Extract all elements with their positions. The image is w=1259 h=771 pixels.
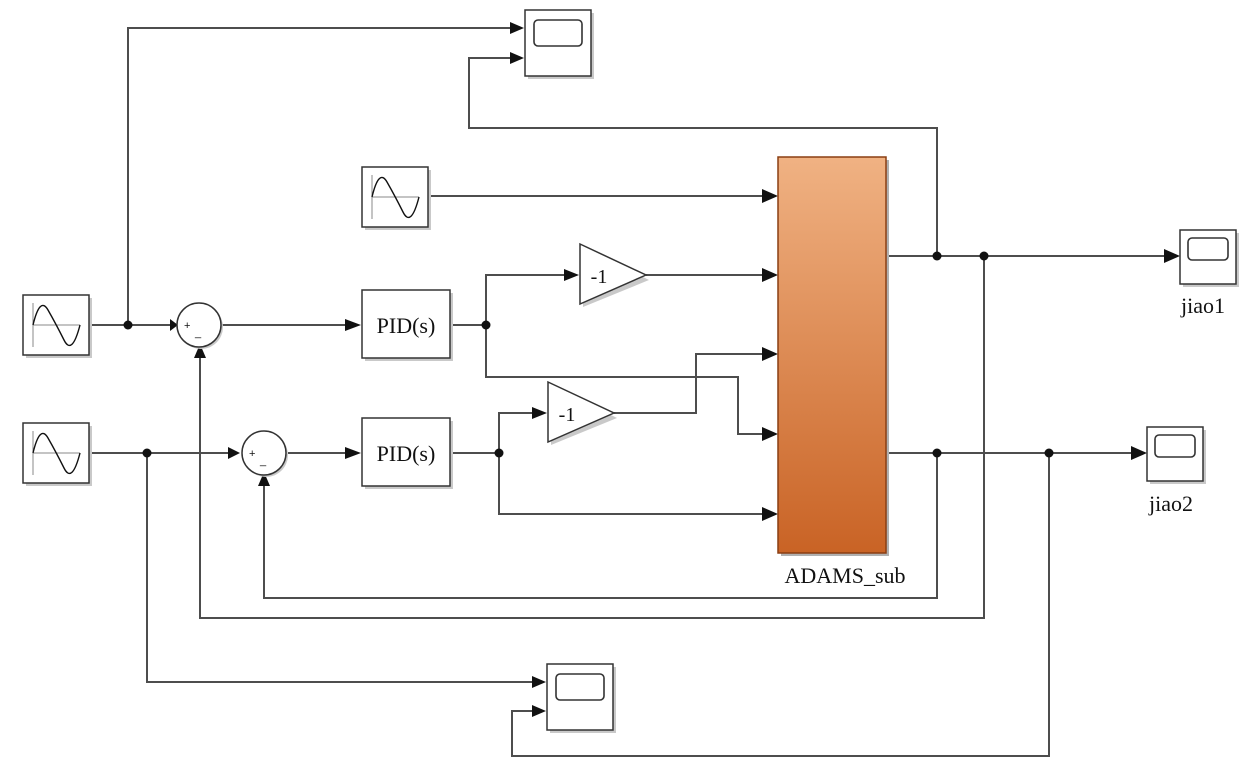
signal-lines (90, 27, 1173, 757)
scope-icon (555, 673, 605, 701)
wire-source1-scope-top[interactable] (127, 27, 518, 325)
arrow-gain2-in (532, 407, 547, 419)
wire-out1-feedback-sum1[interactable] (199, 256, 985, 619)
sine-source-2[interactable] (22, 422, 92, 486)
sine-source-3[interactable] (361, 166, 431, 230)
branch-points (123, 251, 1054, 458)
arrow-scope-bottom-in2 (532, 705, 546, 717)
wire-out1-scope-top[interactable] (468, 57, 938, 256)
branch-dot-out1-a (932, 251, 942, 261)
branch-dot-out2-a (932, 448, 942, 458)
arrow-jiao1-in (1164, 249, 1180, 263)
wire-pid2-gain2[interactable] (498, 412, 540, 453)
sine-wave-icon (371, 175, 420, 219)
sum1-minus-sign: _ (194, 327, 202, 339)
branch-dot-pid2 (494, 448, 504, 458)
arrow-adams-in1 (762, 189, 778, 203)
wire-pid1-adams-in4[interactable] (485, 325, 770, 435)
arrow-sum2-minus (258, 472, 270, 486)
arrow-sum1-in (170, 319, 178, 331)
branch-dot-out1-b (979, 251, 989, 261)
sine-wave-icon (32, 431, 81, 475)
sum2-minus-sign: _ (259, 455, 267, 467)
jiao1-label: jiao1 (1180, 293, 1225, 318)
arrow-gain1-in (564, 269, 579, 281)
gain-bottom-label: -1 (559, 404, 576, 426)
sine-wave-icon (32, 303, 81, 347)
branch-dot-source1 (123, 320, 133, 330)
arrow-scope-top-in2 (510, 52, 524, 64)
arrow-adams-in3 (762, 347, 778, 361)
arrow-sum1-minus (194, 344, 206, 358)
arrow-jiao2-in (1131, 446, 1147, 460)
wire-gain2-adams-in3[interactable] (614, 353, 770, 414)
scope-jiao1[interactable]: jiao1 (1179, 229, 1239, 318)
gain-top-label: -1 (591, 266, 608, 288)
scope-top[interactable] (524, 9, 594, 79)
wire-pid2-adams-in5[interactable] (498, 453, 770, 515)
sum-block-1[interactable]: + _ (176, 302, 223, 349)
arrow-adams-in2 (762, 268, 778, 282)
wire-source2-scope-bottom[interactable] (146, 453, 539, 683)
gain-block-top[interactable]: -1 (579, 242, 649, 307)
wire-out2-scope-bottom[interactable] (511, 453, 1050, 757)
arrow-adams-in4 (762, 427, 778, 441)
scope-bottom[interactable] (546, 663, 616, 733)
gain-block-bottom[interactable]: -1 (547, 380, 617, 445)
pid-top-label: PID(s) (377, 313, 436, 338)
branch-dot-pid1 (481, 320, 491, 330)
sum-block-2[interactable]: + _ (241, 430, 288, 477)
pid-block-bottom[interactable]: PID(s) (361, 417, 453, 489)
sine-source-1[interactable] (22, 294, 92, 358)
branch-dot-out2-b (1044, 448, 1054, 458)
scope-icon (533, 19, 583, 47)
adams-sub-label: ADAMS_sub (784, 563, 905, 588)
arrowheads (170, 22, 1180, 717)
adams-subsystem-block[interactable]: ADAMS_sub (777, 156, 906, 588)
branch-dot-source2 (142, 448, 152, 458)
scope-icon (1187, 237, 1229, 261)
arrow-adams-in5 (762, 507, 778, 521)
arrow-scope-top-in1 (510, 22, 524, 34)
arrow-pid1-in (345, 319, 361, 331)
sum2-plus-sign: + (249, 448, 255, 460)
scope-jiao2[interactable]: jiao2 (1146, 426, 1206, 516)
arrow-pid2-in (345, 447, 361, 459)
arrow-scope-bottom-in1 (532, 676, 546, 688)
wire-pid1-gain1[interactable] (485, 274, 572, 325)
scope-icon (1154, 434, 1196, 458)
pid-bottom-label: PID(s) (377, 441, 436, 466)
sum1-plus-sign: + (184, 320, 190, 332)
pid-block-top[interactable]: PID(s) (361, 289, 453, 361)
arrow-sum2-in (228, 447, 240, 459)
wire-out2-feedback-sum2[interactable] (263, 453, 938, 599)
jiao2-label: jiao2 (1148, 491, 1193, 516)
